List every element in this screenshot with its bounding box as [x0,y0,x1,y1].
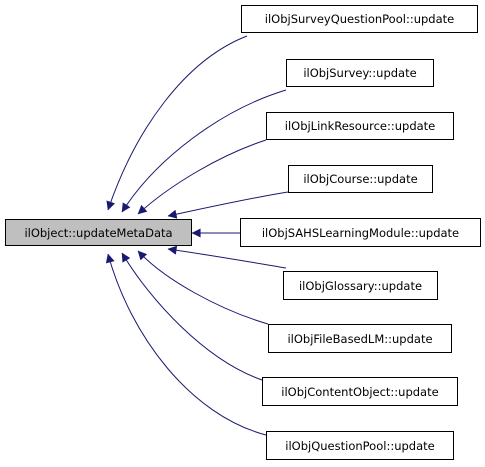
edge-link-resource [137,139,267,215]
node-survey[interactable]: ilObjSurvey::update [286,59,434,87]
root-node[interactable]: ilObject::updateMetaData [5,219,192,246]
node-glossary[interactable]: ilObjGlossary::update [283,271,438,300]
edges [105,35,289,436]
node-link-resource[interactable]: ilObjLinkResource::update [266,112,454,140]
edge-question-pool [105,253,267,436]
edge-content-object [121,252,263,381]
edge-survey [121,89,287,213]
node-label: ilObjFileBasedLM::update [287,332,432,346]
node-course[interactable]: ilObjCourse::update [288,165,433,193]
node-label: ilObjCourse::update [303,172,417,186]
edge-survey-question-pool [106,35,248,211]
node-question-pool[interactable]: ilObjQuestionPool::update [266,431,454,460]
node-label: ilObjQuestionPool::update [285,439,434,453]
node-label: ilObjContentObject::update [281,385,438,399]
node-survey-question-pool[interactable]: ilObjSurveyQuestionPool::update [241,5,478,33]
node-label: ilObjSAHSLearningModule::update [262,226,459,240]
node-label: ilObjLinkResource::update [285,119,436,133]
node-content-object[interactable]: ilObjContentObject::update [262,377,458,406]
edge-course [167,191,289,219]
root-node-label: ilObject::updateMetaData [24,226,172,240]
node-file-based-lm[interactable]: ilObjFileBasedLM::update [268,324,452,353]
root-node-box [5,219,192,246]
node-label: ilObjGlossary::update [299,279,422,293]
node-label: ilObjSurvey::update [303,66,416,80]
node-label: ilObjSurveyQuestionPool::update [265,12,454,26]
edge-file-based-lm [137,250,269,325]
node-sahs-learning-module[interactable]: ilObjSAHSLearningModule::update [240,218,481,247]
edge-glossary [167,245,287,269]
